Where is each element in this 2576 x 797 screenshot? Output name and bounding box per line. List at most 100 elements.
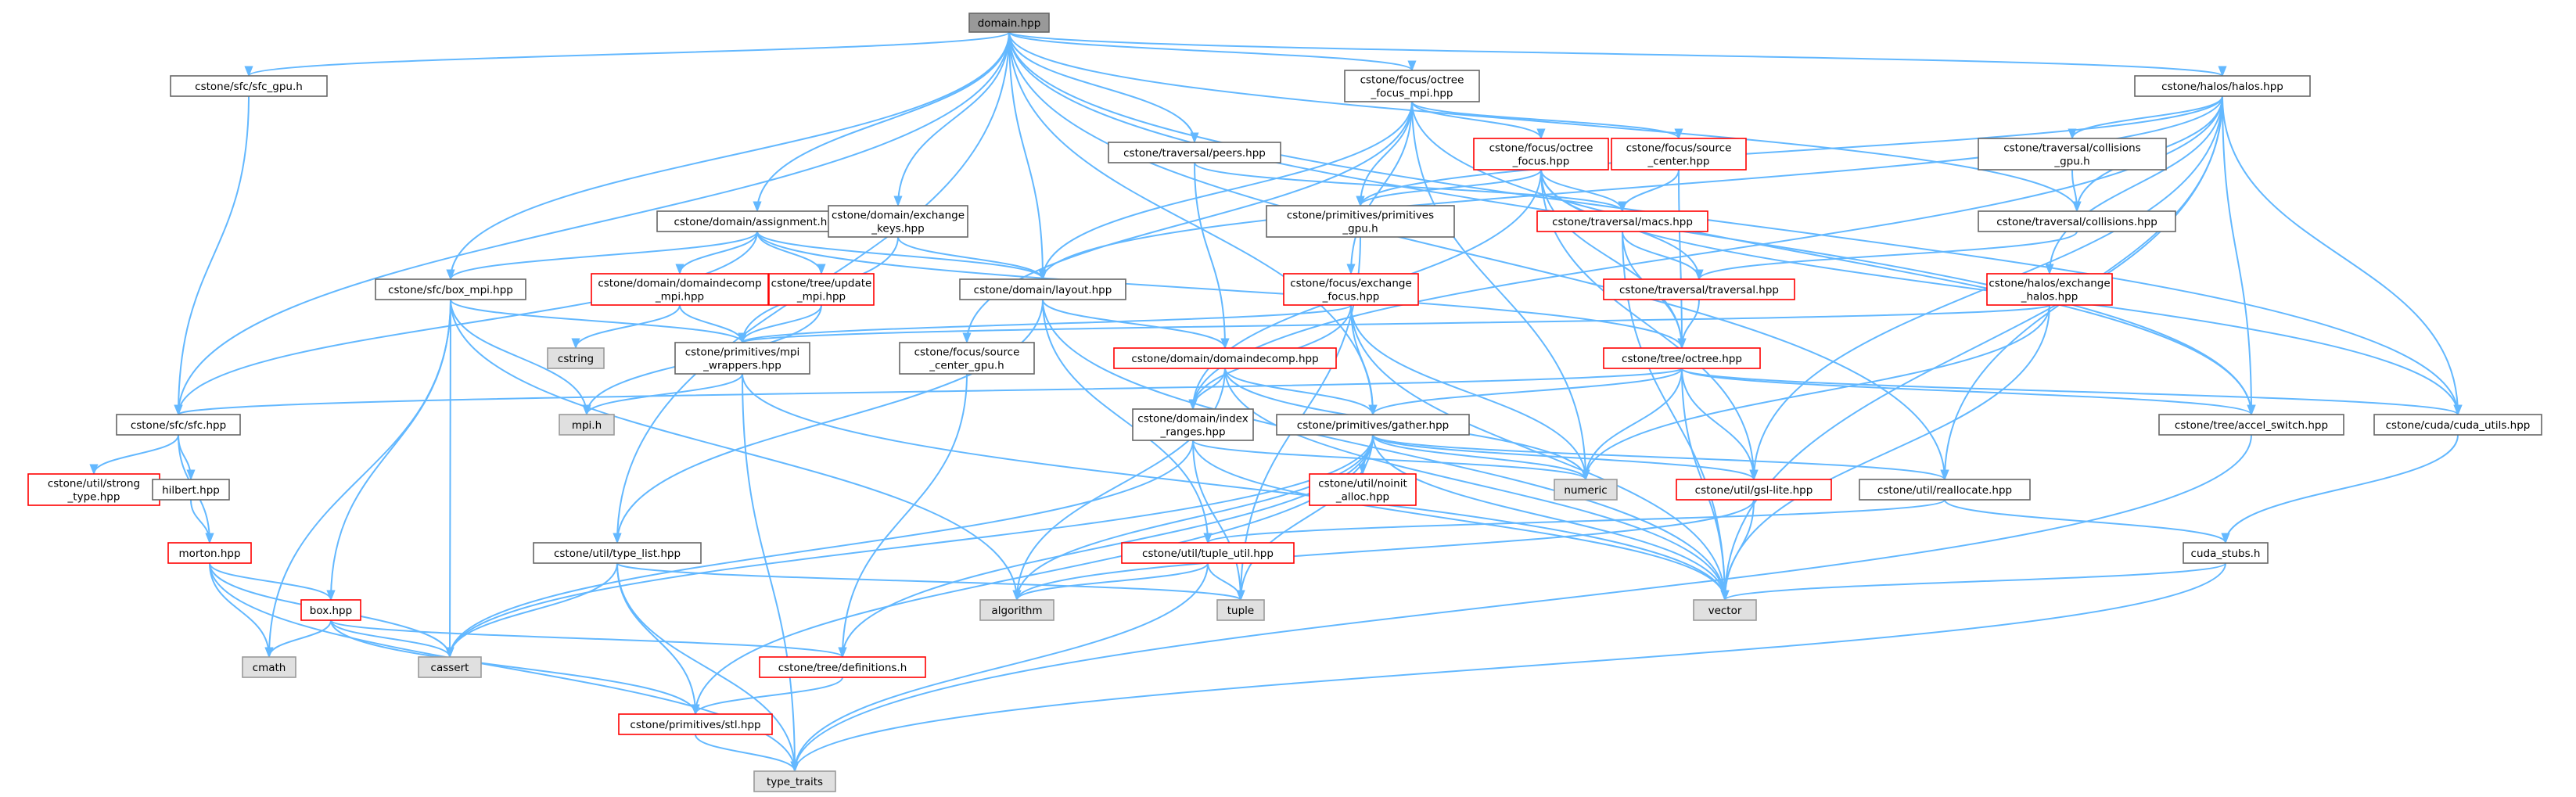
node-label: box.hpp	[310, 605, 352, 617]
edge-layout-to-tuple_util	[1042, 299, 1213, 544]
node-box	[1113, 347, 1337, 369]
edge-exch_focus-to-numeric	[1350, 304, 1590, 481]
edge-root-to-focus_mpi	[1008, 31, 1417, 72]
edge-peers-to-macs	[1194, 162, 1627, 213]
node-box	[968, 13, 1050, 33]
node-label: mpi.h	[572, 419, 602, 432]
node-box	[1978, 138, 2167, 171]
edge-root-to-assignment	[753, 31, 1010, 213]
node-box	[1344, 70, 1480, 102]
node-label: cstone/focus/octree	[1360, 74, 1464, 87]
edge-gather-to-tuple	[1236, 434, 1374, 601]
node-cuda_stubs[interactable]: cuda_stubs.h	[2183, 542, 2269, 564]
node-cuda_utils[interactable]: cstone/cuda/cuda_utils.hpp	[2373, 414, 2542, 436]
node-numeric[interactable]: numeric	[1554, 479, 1618, 501]
node-octree[interactable]: cstone/tree/octree.hpp	[1603, 347, 1761, 369]
node-src_center_gpu[interactable]: cstone/focus/source_center_gpu.h	[899, 342, 1035, 375]
node-exch_keys[interactable]: cstone/domain/exchange_keys.hpp	[828, 205, 968, 238]
node-traversal[interactable]: cstone/traversal/traversal.hpp	[1603, 278, 1795, 300]
node-label: cstone/primitives/gather.hpp	[1297, 419, 1449, 432]
node-hilbert[interactable]: hilbert.hpp	[152, 479, 230, 501]
edge-box-to-cassert	[330, 619, 454, 659]
node-collisions[interactable]: cstone/traversal/collisions.hpp	[1978, 210, 2176, 232]
edge-tuple_util-to-type_traits	[790, 562, 1209, 773]
edge-gather-to-algorithm	[1012, 434, 1374, 601]
edge-layout-to-domaindecomp	[1042, 299, 1230, 350]
node-macs[interactable]: cstone/traversal/macs.hpp	[1536, 210, 1708, 232]
node-morton[interactable]: morton.hpp	[167, 542, 252, 564]
node-sfc_gpu[interactable]: cstone/sfc/sfc_gpu.h	[170, 75, 328, 97]
edge-assignment-to-box_mpi	[446, 231, 758, 281]
node-box	[1978, 210, 2176, 232]
node-label: domain.hpp	[978, 17, 1041, 30]
edge-hilbert-to-morton	[190, 499, 214, 544]
node-reallocate[interactable]: cstone/util/reallocate.hpp	[1859, 479, 2031, 501]
edges-layer	[89, 31, 2463, 773]
node-strong_type[interactable]: cstone/util/strong_type.hpp	[27, 473, 160, 506]
node-layout[interactable]: cstone/domain/layout.hpp	[959, 278, 1126, 300]
edge-peers-to-domaindecomp	[1194, 162, 1230, 350]
node-exch_halos[interactable]: cstone/halos/exchange_halos.hpp	[1986, 273, 2113, 306]
edge-source_center-to-macs	[1618, 169, 1680, 213]
node-halos[interactable]: cstone/halos/halos.hpp	[2134, 75, 2311, 97]
edge-halos-to-cuda_utils	[2222, 95, 2463, 416]
node-sfc[interactable]: cstone/sfc/sfc.hpp	[116, 414, 241, 436]
node-coll_gpu[interactable]: cstone/traversal/collisions_gpu.h	[1978, 138, 2167, 171]
edge-root-to-exch_keys	[893, 31, 1010, 207]
node-label: cstone/traversal/macs.hpp	[1552, 216, 1693, 228]
node-label: cstone/tree/accel_switch.hpp	[2175, 419, 2328, 432]
node-box	[2158, 414, 2344, 436]
node-box	[170, 75, 328, 97]
node-label: _mpi.hpp	[796, 291, 846, 303]
node-update_mpi[interactable]: cstone/tree/update_mpi.hpp	[768, 273, 875, 306]
node-box[interactable]: box.hpp	[300, 599, 361, 621]
node-definitions[interactable]: cstone/tree/definitions.h	[759, 656, 926, 678]
node-box	[1554, 479, 1618, 501]
node-type_list[interactable]: cstone/util/type_list.hpp	[533, 542, 702, 564]
edge-traversal-to-octree	[1677, 299, 1700, 350]
node-label: cstone/util/tuple_util.hpp	[1142, 547, 1274, 560]
node-tuple_util[interactable]: cstone/util/tuple_util.hpp	[1121, 542, 1295, 564]
node-gsl_lite[interactable]: cstone/util/gsl-lite.hpp	[1676, 479, 1832, 501]
node-tuple[interactable]: tuple	[1216, 599, 1265, 621]
node-prim_gpu[interactable]: cstone/primitives/primitives_gpu.h	[1266, 205, 1455, 238]
edge-gather-to-gsl_lite	[1372, 434, 1759, 481]
node-box	[242, 656, 296, 678]
node-dd_mpi[interactable]: cstone/domain/domaindecomp_mpi.hpp	[591, 273, 769, 306]
node-source_center[interactable]: cstone/focus/source_center.hpp	[1611, 138, 1747, 171]
node-cassert[interactable]: cassert	[418, 656, 482, 678]
node-cstring[interactable]: cstring	[547, 347, 605, 369]
edge-tuple_util-to-tuple	[1207, 562, 1245, 601]
edge-root-to-collisions	[1008, 31, 2082, 213]
edge-assignment-to-octree	[756, 231, 1687, 350]
node-stl[interactable]: cstone/primitives/stl.hpp	[618, 713, 773, 735]
node-accel_switch[interactable]: cstone/tree/accel_switch.hpp	[2158, 414, 2344, 436]
node-noinit[interactable]: cstone/util/noinit_alloc.hpp	[1309, 473, 1417, 506]
edge-index_ranges-to-vector	[1192, 440, 1730, 601]
node-algorithm[interactable]: algorithm	[979, 599, 1054, 621]
edge-cuda_stubs-to-type_traits	[790, 562, 2226, 773]
node-box_mpi[interactable]: cstone/sfc/box_mpi.hpp	[375, 278, 526, 300]
edge-halos-to-layout	[1038, 95, 2223, 281]
node-box	[2373, 414, 2542, 436]
node-focus_mpi[interactable]: cstone/focus/octree_focus_mpi.hpp	[1344, 70, 1480, 102]
node-exch_focus[interactable]: cstone/focus/exchange_focus.hpp	[1283, 273, 1419, 306]
node-root[interactable]: domain.hpp	[968, 13, 1050, 33]
node-domaindecomp[interactable]: cstone/domain/domaindecomp.hpp	[1113, 347, 1337, 369]
edge-root-to-sfc_gpu	[244, 31, 1010, 77]
edge-morton-to-box	[209, 562, 336, 601]
node-mpi_wrappers[interactable]: cstone/primitives/mpi_wrappers.hpp	[674, 342, 810, 375]
node-cmath[interactable]: cmath	[242, 656, 296, 678]
node-octree_focus[interactable]: cstone/focus/octree_focus.hpp	[1473, 138, 1609, 171]
node-gather[interactable]: cstone/primitives/gather.hpp	[1276, 414, 1470, 436]
node-mpi_h[interactable]: mpi.h	[559, 414, 615, 436]
node-index_ranges[interactable]: cstone/domain/index_ranges.hpp	[1132, 408, 1254, 441]
node-peers[interactable]: cstone/traversal/peers.hpp	[1108, 142, 1281, 163]
node-label: cuda_stubs.h	[2191, 547, 2261, 560]
node-assignment[interactable]: cstone/domain/assignment.hpp	[656, 210, 858, 232]
node-vector[interactable]: vector	[1693, 599, 1757, 621]
edge-box-to-definitions	[330, 619, 847, 659]
node-type_traits[interactable]: type_traits	[753, 770, 836, 792]
node-label: _halos.hpp	[2021, 291, 2078, 303]
node-label: cstone/primitives/primitives	[1287, 210, 1434, 222]
